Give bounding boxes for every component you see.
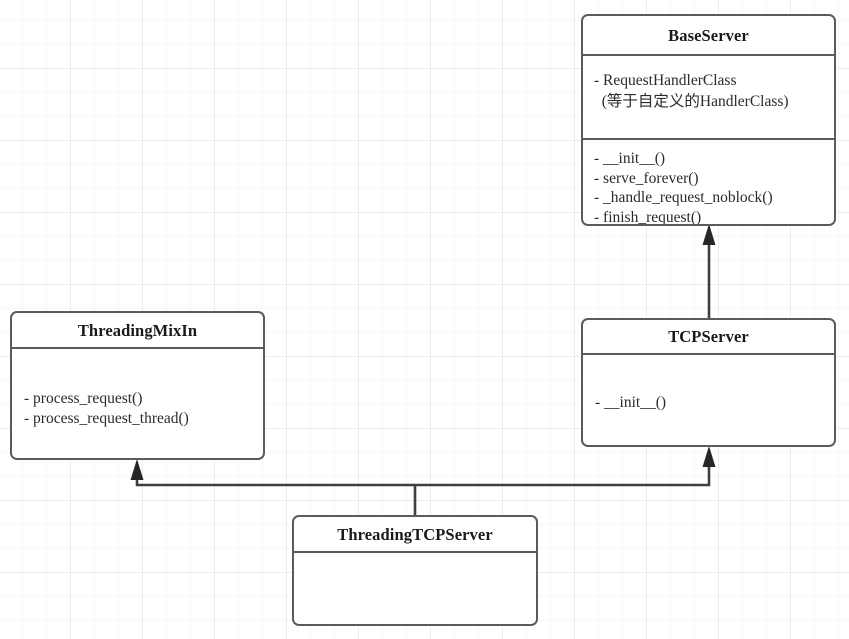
operation-item: - process_request_thread() <box>24 409 189 427</box>
class-box-threadingtcpserver[interactable]: ThreadingTCPServer <box>292 515 538 626</box>
class-operations-tcpserver: - __init__() <box>583 355 834 445</box>
class-title-baseserver: BaseServer <box>583 16 834 56</box>
operation-item: - __init__() <box>594 150 666 167</box>
class-box-threadingmixin[interactable]: ThreadingMixIn - process_request() - pro… <box>10 311 265 460</box>
class-title-tcpserver: TCPServer <box>583 320 834 355</box>
operation-item: - _handle_request_noblock() <box>594 189 773 206</box>
class-box-baseserver[interactable]: BaseServer - RequestHandlerClass (等于自定义的… <box>581 14 836 226</box>
class-operations-threadingmixin: - process_request() - process_request_th… <box>12 349 263 458</box>
operation-item: - process_request() <box>24 390 143 407</box>
class-operations-baseserver: - __init__() - serve_forever() - _handle… <box>583 138 834 224</box>
class-title-threadingtcpserver: ThreadingTCPServer <box>294 517 536 553</box>
generalization-tcpserver-to-baseserver <box>702 224 716 318</box>
operation-item: - finish_request() <box>594 208 702 226</box>
operation-item: - serve_forever() <box>594 169 699 187</box>
class-title-threadingmixin: ThreadingMixIn <box>12 313 263 349</box>
class-box-tcpserver[interactable]: TCPServer - __init__() <box>581 318 836 447</box>
class-operations-threadingtcpserver <box>294 553 536 624</box>
class-attributes-baseserver: - RequestHandlerClass (等于自定义的HandlerClas… <box>583 56 834 138</box>
attribute-item: - RequestHandlerClass <box>594 72 737 89</box>
operation-item: - __init__() <box>595 394 667 411</box>
attribute-item: (等于自定义的HandlerClass) <box>594 93 789 110</box>
